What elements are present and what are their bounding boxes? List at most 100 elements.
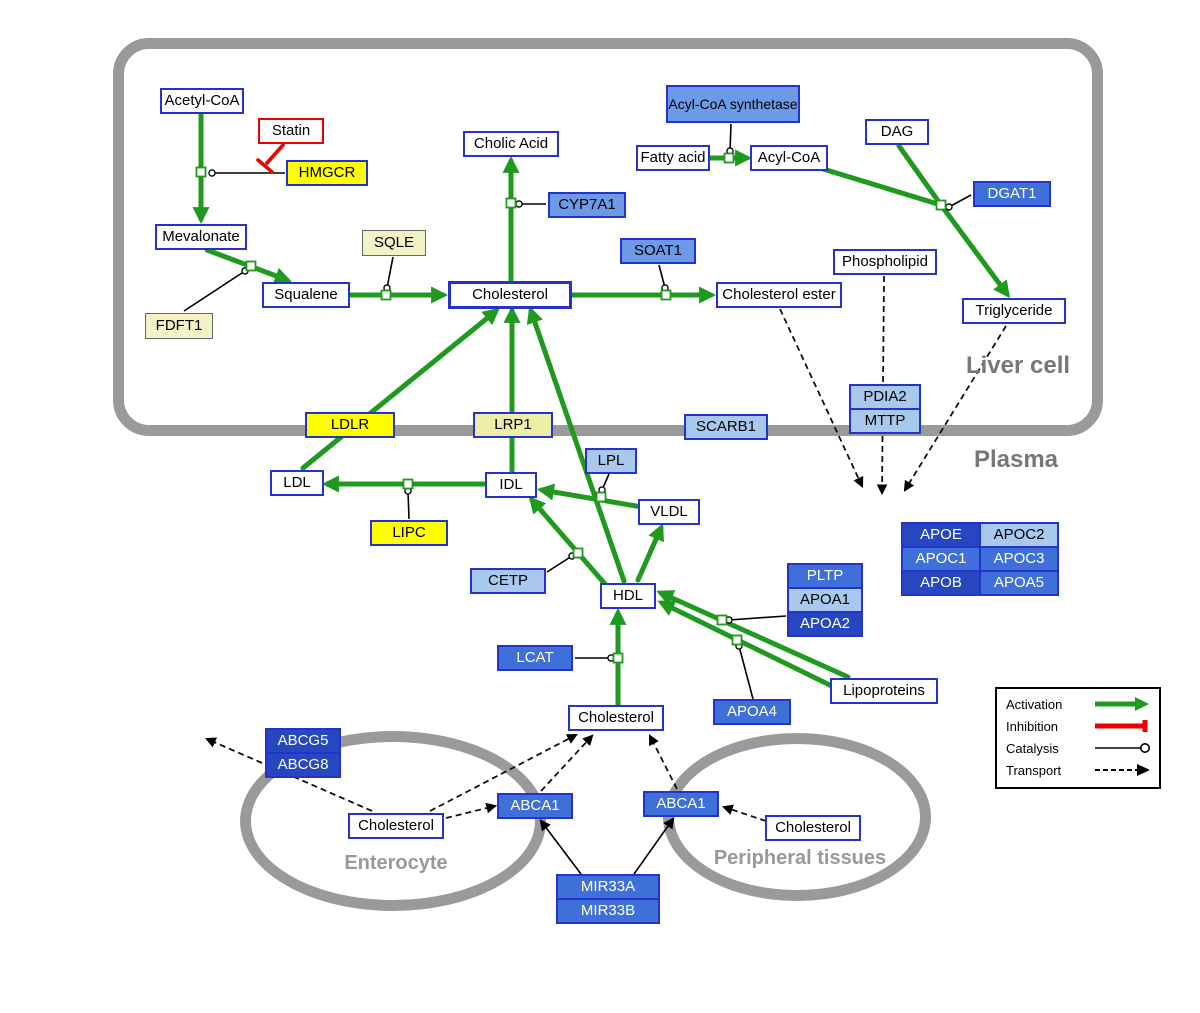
transport-triglyceride-plasma: [903, 325, 1007, 492]
edge-hdl-cholesterol-via-scarb1: [526, 306, 627, 584]
node-pltp[interactable]: PLTP: [787, 563, 863, 589]
reaction-node: [723, 152, 735, 164]
transport-enterocyte-cholesterol-abca1: [445, 802, 498, 819]
node-apoa2[interactable]: APOA2: [787, 611, 863, 637]
node-sqle[interactable]: SQLE: [362, 230, 426, 256]
node-apoa1[interactable]: APOA1: [787, 587, 863, 613]
node-abca1-enterocyte[interactable]: ABCA1: [497, 793, 573, 819]
legend-catalysis: Catalysis: [997, 737, 1159, 759]
node-lipc[interactable]: LIPC: [370, 520, 448, 546]
legend-activation: Activation: [997, 693, 1159, 715]
arrow-mir33-abca1-enterocyte: [539, 819, 582, 875]
node-mevalonate[interactable]: Mevalonate: [155, 224, 247, 250]
node-apoc2[interactable]: APOC2: [979, 522, 1059, 548]
node-apoe[interactable]: APOE: [901, 522, 981, 548]
node-phospholipid[interactable]: Phospholipid: [833, 249, 937, 275]
catalysis-cetp: [546, 552, 576, 573]
legend: Activation Inhibition Catalysis Transpor…: [995, 687, 1161, 789]
catalysis-lpl: [598, 473, 610, 494]
catalysis-soat1: [658, 264, 669, 292]
node-lipoproteins[interactable]: Lipoproteins: [830, 678, 938, 704]
liver-cell-membrane: [113, 38, 1103, 436]
transport-abca1-peripheral-cholesterol: [649, 734, 678, 790]
transport-dashed-arrow-icon: [1095, 764, 1150, 776]
node-dgat1[interactable]: DGAT1: [973, 181, 1051, 207]
peripheral-tissues-label: Peripheral tissues: [713, 847, 887, 869]
node-ldlr[interactable]: LDLR: [305, 412, 395, 438]
transport-cholesterolester-plasma: [779, 308, 864, 488]
activation-arrow-icon: [1095, 697, 1149, 711]
reaction-node: [660, 289, 672, 301]
node-apoc3[interactable]: APOC3: [979, 546, 1059, 572]
node-abca1-peripheral[interactable]: ABCA1: [643, 791, 719, 817]
node-ldl[interactable]: LDL: [270, 470, 324, 496]
node-dag[interactable]: DAG: [865, 119, 929, 145]
node-triglyceride[interactable]: Triglyceride: [962, 298, 1066, 324]
reaction-node: [612, 652, 624, 664]
legend-transport: Transport: [997, 759, 1159, 781]
node-cholesterol-plasma[interactable]: Cholesterol: [568, 705, 664, 731]
edge-lipoproteins-hdl-1: [656, 590, 851, 680]
node-abcg8[interactable]: ABCG8: [265, 752, 341, 778]
node-lrp1[interactable]: LRP1: [473, 412, 553, 438]
node-cholic-acid[interactable]: Cholic Acid: [463, 131, 559, 157]
reaction-node: [731, 634, 743, 646]
catalysis-apoa4: [735, 642, 754, 700]
node-apoc1[interactable]: APOC1: [901, 546, 981, 572]
node-apoa4[interactable]: APOA4: [713, 699, 791, 725]
node-fatty-acid[interactable]: Fatty acid: [636, 145, 710, 171]
node-acetyl-coa[interactable]: Acetyl-CoA: [160, 88, 244, 114]
reaction-node: [402, 478, 414, 490]
node-cyp7a1[interactable]: CYP7A1: [548, 192, 626, 218]
transport-enterocyte-cholesterol-plasma: [429, 734, 578, 812]
node-idl[interactable]: IDL: [485, 472, 537, 498]
node-statin[interactable]: Statin: [258, 118, 324, 144]
node-pdia2[interactable]: PDIA2: [849, 384, 921, 410]
node-mir33b[interactable]: MIR33B: [556, 898, 660, 924]
node-cholesterol-peripheral[interactable]: Cholesterol: [765, 815, 861, 841]
node-fdft1[interactable]: FDFT1: [145, 313, 213, 339]
node-cholesterol-enterocyte[interactable]: Cholesterol: [348, 813, 444, 839]
catalysis-apoa-group: [725, 615, 787, 624]
node-hmgcr[interactable]: HMGCR: [286, 160, 368, 186]
peripheral-tissues-membrane: [663, 733, 931, 901]
inhibition-statin-tbar: [256, 158, 274, 174]
catalysis-sqle: [383, 256, 394, 292]
reaction-node: [716, 614, 728, 626]
node-scarb1[interactable]: SCARB1: [684, 414, 768, 440]
node-lcat[interactable]: LCAT: [497, 645, 573, 671]
catalysis-lipc: [404, 487, 412, 520]
node-acyl-coa-synthetase[interactable]: Acyl-CoA synthetase: [666, 85, 800, 123]
edge-junction-triglyceride: [938, 202, 1011, 299]
node-abcg5[interactable]: ABCG5: [265, 728, 341, 754]
transport-abca1-enterocyte-cholesterol: [540, 734, 594, 792]
edge-dag-dgat-junction: [896, 143, 944, 208]
reaction-node: [195, 166, 207, 178]
node-mttp[interactable]: MTTP: [849, 408, 921, 434]
node-apoa5[interactable]: APOA5: [979, 570, 1059, 596]
catalysis-dgat1: [945, 194, 972, 211]
node-cholesterol-liver[interactable]: Cholesterol: [448, 281, 572, 309]
edge-hdl-vldl: [635, 523, 664, 583]
legend-catalysis-label: Catalysis: [1006, 740, 1059, 756]
legend-activation-label: Activation: [1006, 696, 1063, 712]
catalysis-acylcoa-synthetase: [726, 123, 734, 155]
node-acyl-coa[interactable]: Acyl-CoA: [750, 145, 828, 171]
node-lpl[interactable]: LPL: [585, 448, 637, 474]
node-hdl[interactable]: HDL: [600, 583, 656, 609]
plasma-label: Plasma: [973, 446, 1059, 473]
reaction-node: [595, 491, 607, 503]
edge-vldl-idl: [536, 483, 645, 510]
catalysis-circle-icon: [1095, 743, 1150, 753]
catalysis-fdft1: [183, 267, 249, 312]
node-apob[interactable]: APOB: [901, 570, 981, 596]
node-soat1[interactable]: SOAT1: [620, 238, 696, 264]
legend-inhibition: Inhibition: [997, 715, 1159, 737]
node-cetp[interactable]: CETP: [470, 568, 546, 594]
node-vldl[interactable]: VLDL: [638, 499, 700, 525]
node-mir33a[interactable]: MIR33A: [556, 874, 660, 900]
node-squalene[interactable]: Squalene: [262, 282, 350, 308]
liver-cell-label: Liver cell: [965, 352, 1071, 379]
node-cholesterol-ester[interactable]: Cholesterol ester: [716, 282, 842, 308]
reaction-node: [935, 199, 947, 211]
